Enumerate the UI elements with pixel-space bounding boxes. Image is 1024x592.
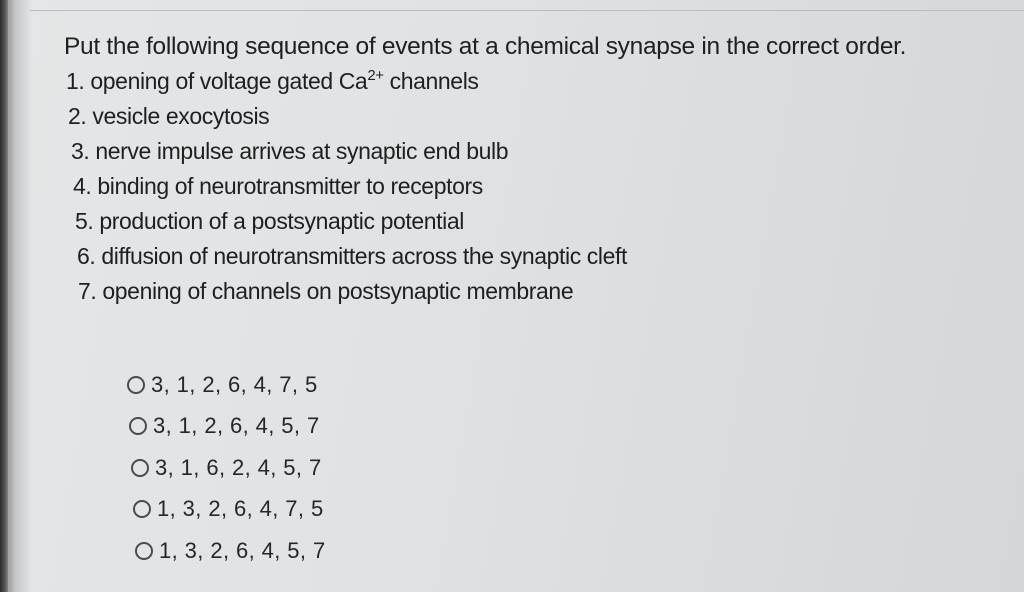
event-item: 2. vesicle exocytosis [64,99,1014,134]
radio-unselected-icon[interactable] [131,458,149,477]
option-label[interactable]: 1, 3, 2, 6, 4, 5, 7 [159,537,326,563]
answer-option-3[interactable]: 3, 1, 6, 2, 4, 5, 7 [131,447,326,489]
event-text: opening of voltage gated Ca [90,68,368,94]
event-item: 5. production of a postsynaptic potentia… [64,204,1014,239]
radio-unselected-icon[interactable] [129,417,147,436]
event-number: 3. [71,138,90,164]
option-label[interactable]: 3, 1, 2, 6, 4, 7, 5 [151,371,318,397]
answer-options: 3, 1, 2, 6, 4, 7, 5 3, 1, 2, 6, 4, 5, 7 … [127,364,326,572]
bezel-shadow [8,0,32,592]
event-text: production of a postsynaptic potential [99,208,464,234]
event-item: 7. opening of channels on postsynaptic m… [64,274,1014,309]
event-number: 6. [77,243,96,269]
answer-option-1[interactable]: 3, 1, 2, 6, 4, 7, 5 [127,364,326,406]
event-item: 6. diffusion of neurotransmitters across… [64,239,1014,274]
answer-option-2[interactable]: 3, 1, 2, 6, 4, 5, 7 [129,406,326,448]
event-list: 1. opening of voltage gated Ca2+ channel… [64,64,1014,309]
event-text: diffusion of neurotransmitters across th… [101,243,627,269]
divider [30,10,1024,11]
event-number: 2. [68,103,87,129]
event-number: 7. [78,278,97,304]
event-superscript: 2+ [367,67,384,84]
event-item: 4. binding of neurotransmitter to recept… [64,169,1014,204]
answer-option-4[interactable]: 1, 3, 2, 6, 4, 7, 5 [133,489,326,531]
answer-option-5[interactable]: 1, 3, 2, 6, 4, 5, 7 [135,530,326,572]
event-text-after: channels [383,68,479,94]
event-text: nerve impulse arrives at synaptic end bu… [95,138,509,164]
radio-unselected-icon[interactable] [127,375,145,394]
option-label[interactable]: 3, 1, 2, 6, 4, 5, 7 [153,413,320,439]
event-text: vesicle exocytosis [92,103,270,129]
event-text: binding of neurotransmitter to receptors [97,173,483,199]
event-number: 1. [66,68,85,94]
question-title: Put the following sequence of events at … [64,33,907,60]
event-item: 1. opening of voltage gated Ca2+ channel… [64,64,1014,99]
event-number: 4. [73,173,92,199]
radio-unselected-icon[interactable] [135,541,153,560]
option-label[interactable]: 1, 3, 2, 6, 4, 7, 5 [157,496,324,522]
question-block: Put the following sequence of events at … [64,30,1014,309]
radio-unselected-icon[interactable] [133,500,151,519]
event-number: 5. [75,208,94,234]
event-text: opening of channels on postsynaptic memb… [102,278,574,304]
event-item: 3. nerve impulse arrives at synaptic end… [64,134,1014,169]
option-label[interactable]: 3, 1, 6, 2, 4, 5, 7 [155,454,322,480]
